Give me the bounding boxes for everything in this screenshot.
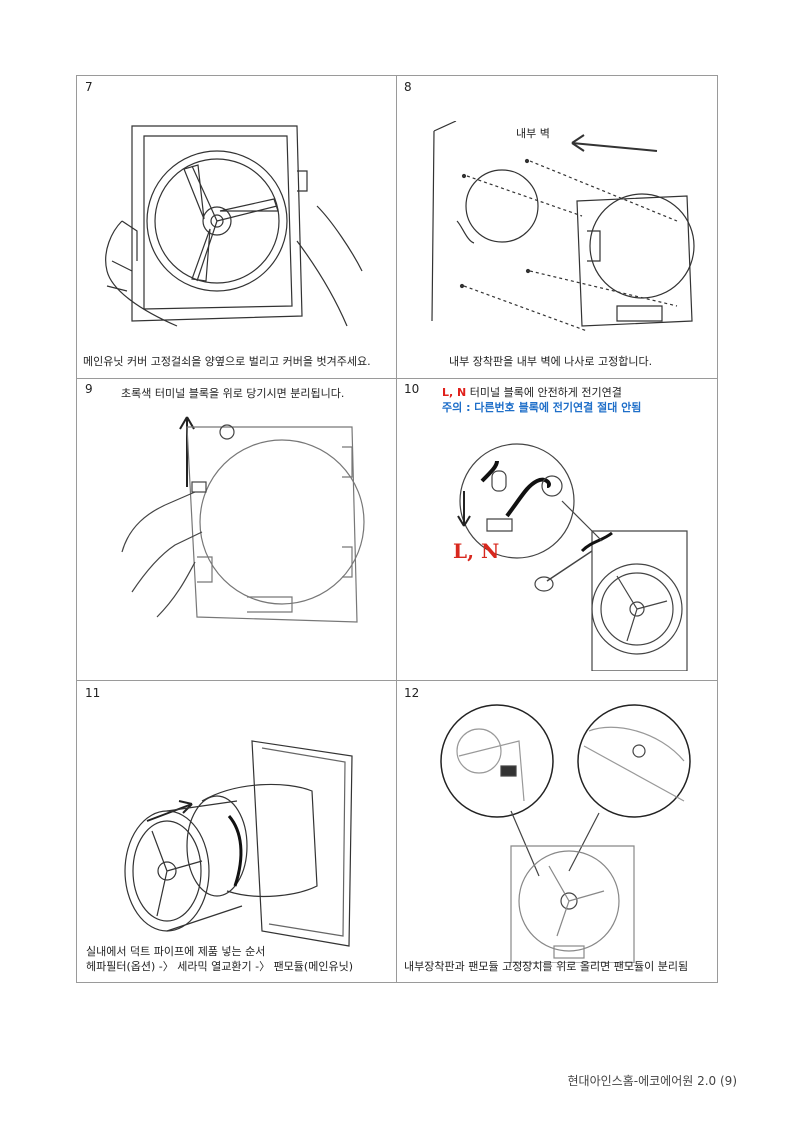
terminal-block-removal-illustration — [117, 407, 377, 647]
mounting-plate-illustration — [422, 121, 702, 336]
step-caption: 내부 장착판을 내부 벽에 나사로 고정합니다. — [449, 355, 653, 368]
column-divider — [396, 76, 397, 982]
step-caption-line1: 실내에서 덕트 파이프에 제품 넣는 순서 — [86, 945, 266, 958]
row-divider-2 — [77, 680, 717, 681]
step-caption-line2: 헤파필터(옵션) -〉 세라믹 열교환기 -〉 팬모듈(메인유닛) — [86, 960, 353, 973]
warning-text: 주의 : 다른번호 블록에 전기연결 절대 안됨 — [442, 401, 642, 414]
step-number: 10 — [404, 382, 420, 396]
row-divider-1 — [77, 378, 717, 379]
step-caption: L, N 터미널 블록에 안전하게 전기연결 — [442, 386, 622, 399]
step-caption: 초록색 터미널 블록을 위로 당기시면 분리됩니다. — [121, 387, 345, 400]
wall-label: 내부 벽 — [516, 127, 550, 140]
step-number: 8 — [404, 80, 412, 94]
step-number: 11 — [85, 686, 101, 700]
step-12: 12 내부장착판과 팬모듈 고정장치를 위로 올리면 팬모듈이 분리됨 — [397, 681, 717, 982]
instruction-grid: 7 메인유닛 커버 고정걸쇠을 양옆으로 벌리고 커버을 벗겨주세요. — [76, 75, 718, 983]
step-9: 9 초록색 터미널 블록을 위로 당기시면 분리됩니다. — [77, 379, 396, 680]
step-number: 9 — [85, 382, 93, 396]
fan-module-release-illustration — [439, 701, 699, 963]
wiring-illustration — [452, 441, 692, 671]
step-7: 7 메인유닛 커버 고정걸쇠을 양옆으로 벌리고 커버을 벗겨주세요. — [77, 76, 396, 378]
cover-removal-illustration — [92, 111, 392, 331]
step-caption: 내부장착판과 팬모듈 고정장치를 위로 올리면 팬모듈이 분리됨 — [404, 960, 689, 973]
step-number: 7 — [85, 80, 93, 94]
insertion-order-illustration — [117, 736, 357, 951]
step-number: 12 — [404, 686, 420, 700]
ln-terminal-label: L, N — [453, 539, 500, 563]
step-10: 10 L, N 터미널 블록에 안전하게 전기연결 주의 : 다른번호 블록에 … — [397, 379, 717, 680]
step-8: 8 내부 벽 내부 장착판을 내부 벽에 나사로 고정합니다. — [397, 76, 717, 378]
step-11: 11 실내에서 덕트 파이프에 제품 넣는 순서 헤파필터(옵션) -〉 세라믹… — [77, 681, 396, 982]
step-caption: 메인유닛 커버 고정걸쇠을 양옆으로 벌리고 커버을 벗겨주세요. — [83, 355, 371, 368]
page-footer: 현대아인스홈-에코에어원 2.0 (9) — [567, 1074, 737, 1088]
